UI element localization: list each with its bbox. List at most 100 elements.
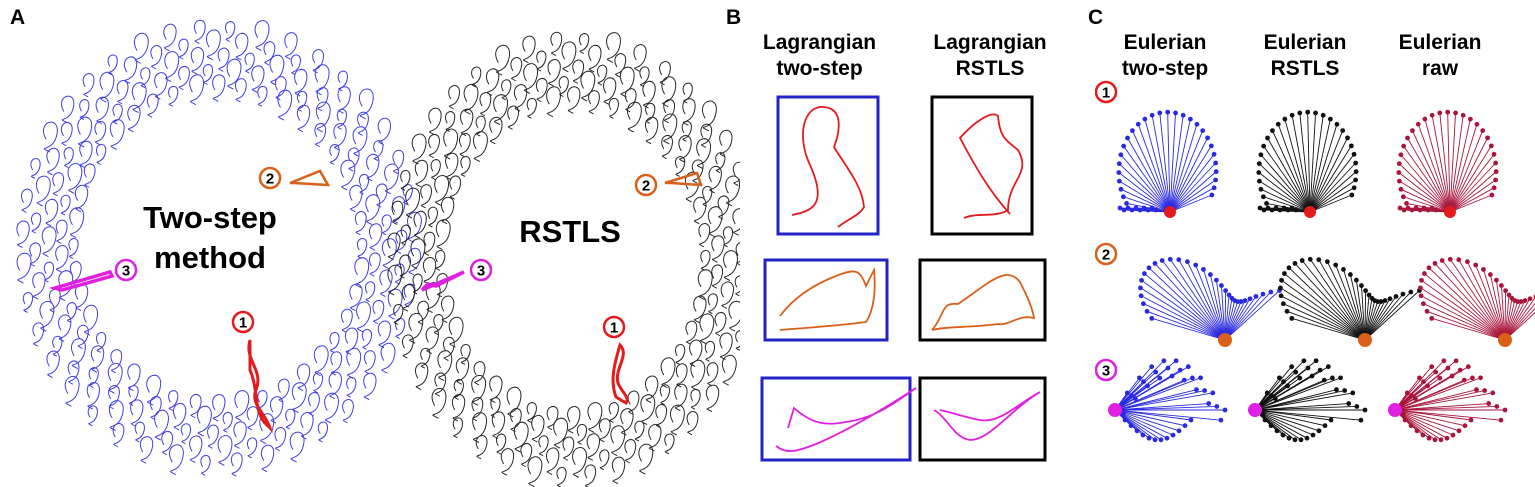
fan-line [1260, 154, 1311, 213]
fan-line [1335, 264, 1366, 341]
fan-dot [1130, 128, 1135, 134]
fan-dot [1396, 170, 1402, 175]
fan-line [1118, 163, 1171, 213]
fan-line [1254, 409, 1332, 421]
fan-line [1475, 264, 1506, 341]
fan-dot [1409, 207, 1415, 213]
marker-1-label: 1 [610, 320, 618, 337]
box-3-rstls-frame [918, 376, 1047, 462]
fan-dot [1400, 291, 1406, 297]
fan-line [1151, 115, 1171, 213]
fan-dot [1522, 298, 1528, 303]
fan-line [1280, 295, 1366, 341]
fan-line [1309, 259, 1366, 341]
fan-line [1394, 409, 1454, 436]
fan-dot [1468, 417, 1474, 423]
fan-dot [1429, 112, 1435, 118]
fan-dot [1334, 387, 1339, 393]
fan-line [1283, 303, 1366, 341]
fan-dot [1473, 262, 1479, 268]
fan-dot [1422, 116, 1428, 122]
fan-dot [1349, 192, 1355, 198]
fan-line [1394, 366, 1433, 411]
fan-line [1309, 194, 1353, 213]
fan-line [1148, 267, 1226, 341]
fan-line [1161, 260, 1226, 341]
box-1-rstls-trajectory [958, 113, 1024, 219]
fan-dot [1328, 417, 1334, 423]
fan-line [1364, 290, 1367, 341]
box-1-rstls-frame [930, 95, 1034, 236]
fan-dot [1498, 417, 1504, 423]
fan-line [1169, 259, 1226, 341]
marker-3-circle [114, 258, 138, 282]
fan-line [1294, 263, 1366, 341]
fan-dot [1118, 186, 1124, 192]
fan-dot [1298, 437, 1304, 443]
fan-line [1114, 360, 1177, 411]
fan-dot [1286, 435, 1292, 441]
marker-2-label: 2 [266, 171, 274, 188]
eulerian-fan-2-rstls [1278, 256, 1422, 341]
fan-line [1169, 130, 1204, 213]
fan-dot [1265, 135, 1270, 141]
fan-dot [1366, 292, 1372, 298]
fan-line [1254, 392, 1353, 411]
fan-dot [1121, 143, 1127, 149]
fan-line [1394, 360, 1445, 411]
fan-line [1254, 409, 1361, 421]
fan-dot [1161, 358, 1167, 364]
fan-line [1259, 180, 1311, 213]
fan-dot [1325, 364, 1331, 370]
marker-3-label: 3 [477, 263, 485, 280]
fan-dot [1324, 259, 1330, 265]
fan-line [1458, 259, 1506, 341]
fan-dot [1152, 260, 1158, 266]
fan-dot [1125, 135, 1130, 141]
highlighted-trajectories [48, 169, 703, 434]
fan-line [1272, 130, 1311, 213]
fan-line [1394, 409, 1448, 439]
fan-line [1291, 115, 1311, 213]
fan-line [1254, 409, 1302, 441]
fan-dot [1465, 364, 1471, 370]
fan-dot [1264, 200, 1269, 206]
fan-line [1140, 287, 1226, 341]
marker-1-label: 1 [239, 315, 247, 332]
fan-dot [1362, 407, 1368, 413]
fan-dot [1164, 435, 1170, 441]
fan-line [1449, 194, 1493, 213]
box-2-rstls-frame [918, 258, 1047, 342]
fan-dot [1292, 437, 1298, 443]
fan-dot [1456, 428, 1462, 434]
fan-line [1114, 366, 1189, 411]
fan-line [1398, 163, 1451, 213]
marker-2-circle [258, 166, 282, 190]
eulerian-fan-1-two-step [1116, 109, 1219, 213]
fan-line [1169, 179, 1216, 213]
fan-line [1309, 179, 1356, 213]
fan-line [1394, 403, 1489, 411]
fan-line [1449, 187, 1495, 213]
fan-dot [1447, 256, 1453, 262]
fan-dot [1149, 315, 1155, 321]
fan-dot [1153, 207, 1159, 213]
fan-line [1394, 409, 1501, 421]
rstls-trajectory-ring [387, 31, 740, 487]
fan-dot [1158, 437, 1164, 443]
fan-line [1114, 409, 1156, 441]
fan-dot [1124, 200, 1129, 206]
fan-line [1114, 409, 1162, 441]
fan-dot [1316, 257, 1322, 263]
fan-dot [1176, 257, 1182, 263]
fan-line [1114, 392, 1213, 411]
fan-dot [1282, 271, 1287, 276]
fan-dot [1222, 407, 1228, 413]
fan-line [1114, 409, 1168, 439]
fan-dot [1260, 291, 1266, 297]
fan-line [1254, 377, 1341, 411]
fan-line [1309, 112, 1316, 213]
fan-line [1434, 263, 1506, 341]
rstls-label: RSTLS [519, 214, 621, 249]
fan-line [1394, 409, 1472, 421]
